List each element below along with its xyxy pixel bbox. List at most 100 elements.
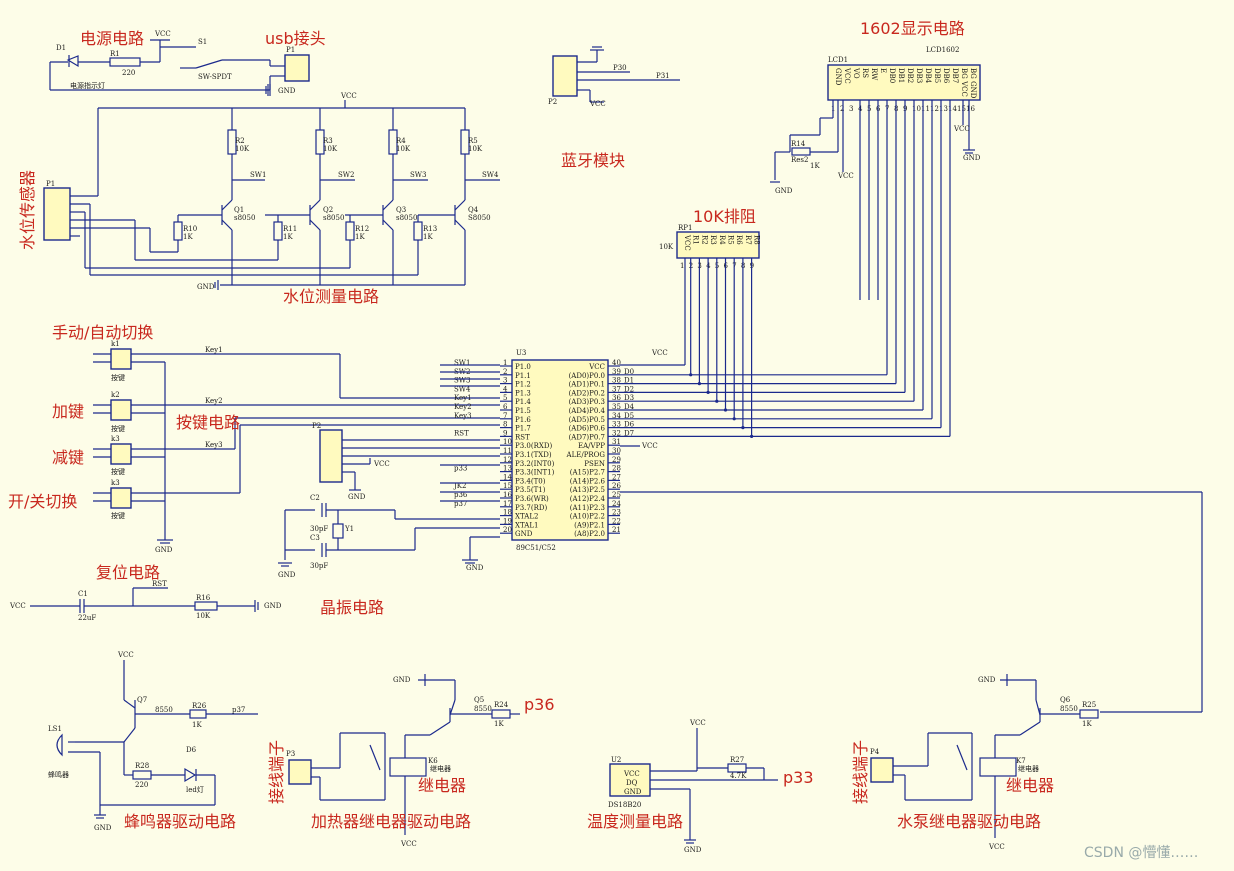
mcu-pin-name: (A9)P2.1 bbox=[574, 521, 605, 529]
mcu-circuit: P1.01SW1P1.12SW2P1.23SW3P1.34SW4P1.45Key… bbox=[440, 258, 1203, 713]
label-vcc-lcd2: VCC bbox=[953, 125, 970, 133]
mcu-pin-number: 2 bbox=[503, 368, 507, 376]
label-vcc-temp: VCC bbox=[689, 719, 706, 727]
mcu-pin-name: P1.7 bbox=[515, 425, 531, 433]
label-r27: R27 bbox=[730, 756, 744, 764]
title-rpack: 10K排阻 bbox=[693, 207, 756, 226]
label-r13: R13 bbox=[423, 225, 437, 233]
label-p2-bt: P2 bbox=[548, 98, 557, 106]
title-water-sensor: 水位传感器 bbox=[18, 170, 37, 250]
mcu-pin-name: (AD5)P0.5 bbox=[569, 416, 605, 424]
lcd-pin-name: GND bbox=[834, 68, 842, 86]
mcu-pin-number: 22 bbox=[612, 517, 621, 525]
mcu-pin-name: P1.1 bbox=[515, 372, 531, 380]
mcu-pin-name: P3.2(INT0) bbox=[515, 460, 555, 468]
mcu-pin-number: 34 bbox=[612, 412, 621, 420]
lcd-pin-name: VO bbox=[852, 67, 860, 79]
label-r1-value: 220 bbox=[122, 69, 135, 77]
resistor-r14 bbox=[791, 147, 811, 156]
mcu-pin-number: 35 bbox=[612, 403, 621, 411]
mcu-pin-number: 32 bbox=[612, 429, 621, 437]
mcu-net-label: SW3 bbox=[454, 377, 470, 385]
mcu-net-label: D6 bbox=[624, 421, 635, 429]
mcu-pin-name: (AD4)P0.4 bbox=[569, 407, 606, 415]
mcu-net-label: D4 bbox=[624, 403, 635, 411]
label-r13-value: 1K bbox=[423, 233, 433, 241]
resistor-pack-rp1 bbox=[676, 231, 760, 259]
lcd-pin-name: DB7 bbox=[951, 68, 959, 83]
mcu-net-label: p36 bbox=[454, 491, 468, 499]
label-r14-value: 1K bbox=[810, 162, 820, 170]
mcu-net-label: Key2 bbox=[454, 403, 472, 411]
mcu-pin-name: P1.5 bbox=[515, 407, 531, 415]
rp-pin-name: R7 bbox=[744, 235, 752, 245]
label-q2-type: s8050 bbox=[323, 214, 344, 222]
terminal-p4 bbox=[870, 757, 894, 783]
label-r26-value: 1K bbox=[192, 721, 202, 729]
mcu-pin-number: 10 bbox=[503, 438, 512, 446]
label-u2-gnd: GND bbox=[624, 788, 642, 796]
label-gnd-lcd2: GND bbox=[963, 154, 981, 162]
mcu-pin-name: P3.5(T1) bbox=[515, 486, 546, 494]
mcu-pin-name: P3.1(TXD) bbox=[515, 451, 552, 459]
lcd-pin-name: DB4 bbox=[924, 68, 932, 84]
mcu-pin-number: 30 bbox=[612, 447, 621, 455]
lcd-pin-number: 11 bbox=[921, 105, 930, 113]
label-key2: Key2 bbox=[205, 397, 223, 405]
title-terminal2: 接线端子 bbox=[851, 740, 870, 804]
title-bluetooth: 蓝牙模块 bbox=[561, 151, 625, 170]
label-c2: C2 bbox=[310, 494, 320, 502]
label-q7-type: 8550 bbox=[155, 706, 173, 714]
mcu-pin-name: (A14)P2.6 bbox=[570, 477, 606, 485]
title-temp: 温度测量电路 bbox=[587, 812, 683, 831]
label-p37: p37 bbox=[232, 706, 245, 714]
label-gnd-usb: GND bbox=[278, 87, 296, 95]
mcu-pin-number: 1 bbox=[503, 359, 507, 367]
bluetooth-connector-p2 bbox=[552, 55, 578, 97]
label-r11: R11 bbox=[283, 225, 297, 233]
label-k3a: k3 bbox=[111, 435, 120, 443]
title-crystal: 晶振电路 bbox=[320, 598, 384, 617]
label-c2-value: 30pF bbox=[310, 525, 328, 533]
title-heater: 加热器继电器驱动电路 bbox=[311, 812, 471, 831]
mcu-pin-number: 25 bbox=[612, 491, 621, 499]
title-minus: 减键 bbox=[52, 448, 84, 467]
label-lcd1: LCD1 bbox=[828, 56, 848, 64]
lcd-circuit: GND1VCC2VO3RS4RW5E6DB07DB18DB29DB310DB41… bbox=[770, 64, 981, 183]
mcu-pin-name: P3.4(T0) bbox=[515, 477, 546, 485]
label-rst: RST bbox=[152, 580, 167, 588]
title-usb: usb接头 bbox=[265, 29, 326, 48]
label-r25-value: 1K bbox=[1082, 720, 1092, 728]
label-p31: P31 bbox=[656, 72, 670, 80]
mcu-pin-name: P1.0 bbox=[515, 363, 531, 371]
lcd-pin-name: E bbox=[879, 68, 887, 73]
lcd-pin-number: 2 bbox=[840, 105, 844, 113]
label-r4-value: 10K bbox=[396, 145, 411, 153]
label-q5: Q5 bbox=[474, 696, 484, 704]
label-sw4: SW4 bbox=[482, 171, 499, 179]
mcu-pin-number: 36 bbox=[612, 394, 621, 402]
title-buzzer: 蜂鸣器驱动电路 bbox=[124, 812, 236, 831]
mcu-pin-name: XTAL2 bbox=[515, 513, 538, 521]
mcu-pin-number: 31 bbox=[612, 438, 621, 446]
resistor-r1 bbox=[109, 57, 141, 67]
mcu-pin-name: P3.3(INT1) bbox=[515, 469, 555, 477]
title-keys: 按键电路 bbox=[176, 413, 240, 432]
title-water-measure: 水位测量电路 bbox=[283, 287, 379, 306]
lcd-pin-name: RW bbox=[870, 68, 878, 81]
label-r2-value: 10K bbox=[235, 145, 250, 153]
mcu-pin-number: 26 bbox=[612, 482, 621, 490]
mcu-pin-name: EA/VPP bbox=[578, 442, 605, 450]
rp-pin-name: R8 bbox=[753, 235, 761, 245]
label-s1-type: SW-SPDT bbox=[198, 73, 232, 81]
rp-pin-name: R5 bbox=[727, 235, 735, 245]
mcu-pin-number: 11 bbox=[503, 447, 512, 455]
label-vcc-bt: VCC bbox=[589, 100, 606, 108]
lcd-pin-number: 16 bbox=[966, 105, 975, 113]
lcd-pin-number: 12 bbox=[930, 105, 939, 113]
label-p2-mid: P2 bbox=[312, 422, 321, 430]
label-vcc-mid: VCC bbox=[373, 460, 390, 468]
label-gnd-reset: GND bbox=[264, 602, 282, 610]
label-d1: D1 bbox=[56, 44, 66, 52]
reset-circuit bbox=[30, 587, 259, 613]
